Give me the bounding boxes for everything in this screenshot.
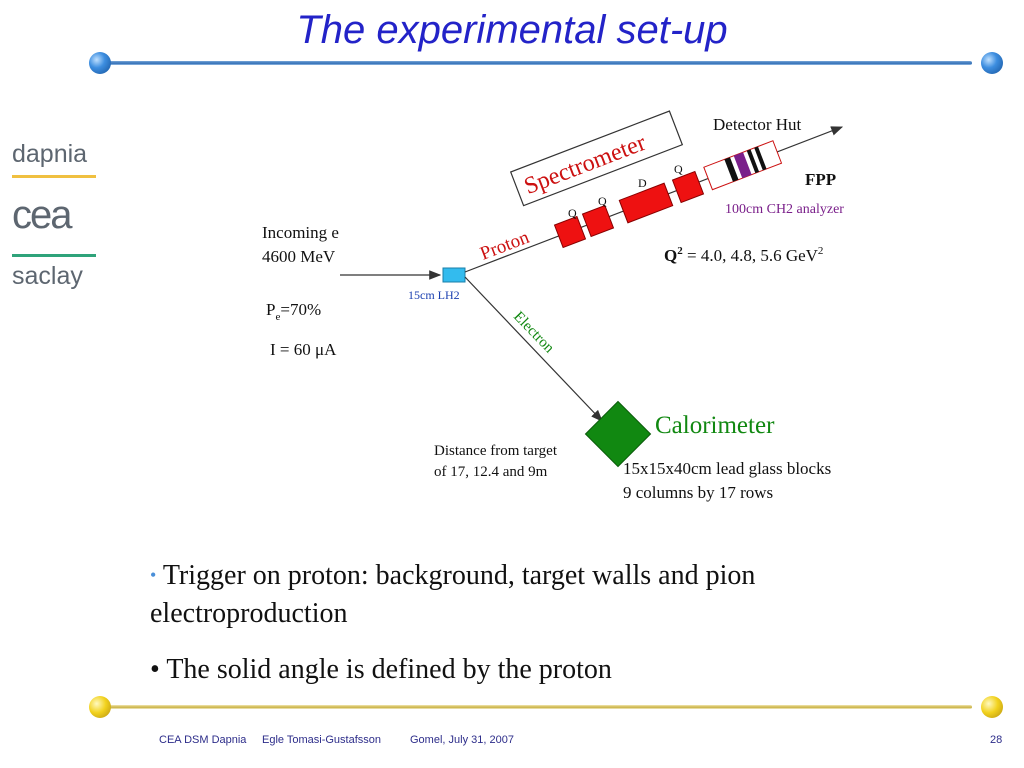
bullet-icon: • bbox=[150, 654, 160, 685]
analyzer-block bbox=[733, 152, 752, 179]
svg-text:cea: cea bbox=[12, 196, 73, 236]
bullet-list: • Trigger on proton: background, target … bbox=[150, 556, 930, 707]
calorimeter-block bbox=[584, 400, 652, 468]
calorimeter-label: Calorimeter bbox=[655, 412, 775, 439]
logo-dapnia: dapnia bbox=[12, 140, 88, 168]
incoming-label: Incoming e bbox=[262, 223, 339, 242]
logo-saclay: saclay bbox=[12, 262, 83, 290]
proton-label: Proton bbox=[477, 227, 532, 265]
bullet-item: • The solid angle is defined by the prot… bbox=[150, 654, 612, 685]
top-rule bbox=[108, 61, 972, 65]
logo-line-green bbox=[12, 254, 96, 257]
distance-label-2: of 17, 12.4 and 9m bbox=[434, 464, 548, 480]
spectrometer-box bbox=[509, 110, 684, 207]
beam-energy: 4600 MeV bbox=[262, 247, 336, 266]
detector-plane-1 bbox=[724, 157, 739, 182]
beam-current: I = 60 μA bbox=[270, 340, 337, 359]
lh2-target bbox=[442, 267, 466, 283]
page-number: 28 bbox=[990, 734, 1003, 746]
polarization: Pe=70% bbox=[266, 300, 321, 323]
q2-values: Q2 = 4.0, 4.8, 5.6 GeV2 bbox=[664, 245, 823, 265]
magnet-q3 bbox=[671, 170, 705, 204]
slide-title: The experimental set-up bbox=[296, 8, 728, 52]
electron-arrow bbox=[464, 276, 603, 422]
magnet-label-d: D bbox=[638, 176, 647, 190]
analyzer-label: 100cm CH2 analyzer bbox=[725, 202, 844, 217]
cea-logo-icon: cea bbox=[12, 196, 75, 236]
magnet-q2 bbox=[581, 204, 615, 238]
footer-org: CEA DSM Dapnia bbox=[159, 734, 247, 746]
footer-venue: Gomel, July 31, 2007 bbox=[410, 734, 514, 746]
setup-diagram: Incoming e 4600 MeV Pe=70% I = 60 μA 15c… bbox=[262, 110, 844, 502]
calorimeter-desc-1: 15x15x40cm lead glass blocks bbox=[623, 459, 831, 478]
footer-author: Egle Tomasi-Gustafsson bbox=[262, 734, 382, 746]
bullet-icon: • bbox=[150, 565, 157, 585]
bullet-item: • Trigger on proton: background, target … bbox=[150, 560, 756, 629]
fpp-label: FPP bbox=[805, 170, 836, 189]
target-label: 15cm LH2 bbox=[408, 288, 460, 302]
distance-label-1: Distance from target bbox=[434, 443, 558, 459]
top-left-ball-icon bbox=[89, 52, 111, 74]
bottom-right-ball-icon bbox=[981, 696, 1003, 718]
magnet-label-q2: Q bbox=[598, 194, 607, 208]
magnet-dipole bbox=[618, 182, 674, 224]
magnet-q1 bbox=[553, 215, 587, 249]
top-right-ball-icon bbox=[981, 52, 1003, 74]
bottom-left-ball-icon bbox=[89, 696, 111, 718]
magnet-label-q3: Q bbox=[674, 162, 683, 176]
magnet-label-q1: Q bbox=[568, 206, 577, 220]
detector-plane-2 bbox=[746, 149, 760, 174]
detector-plane-3 bbox=[754, 146, 767, 171]
calorimeter-desc-2: 9 columns by 17 rows bbox=[623, 483, 773, 502]
detector-hut-label: Detector Hut bbox=[713, 115, 802, 134]
bottom-rule bbox=[108, 705, 972, 709]
logo-line-yellow bbox=[12, 175, 96, 178]
